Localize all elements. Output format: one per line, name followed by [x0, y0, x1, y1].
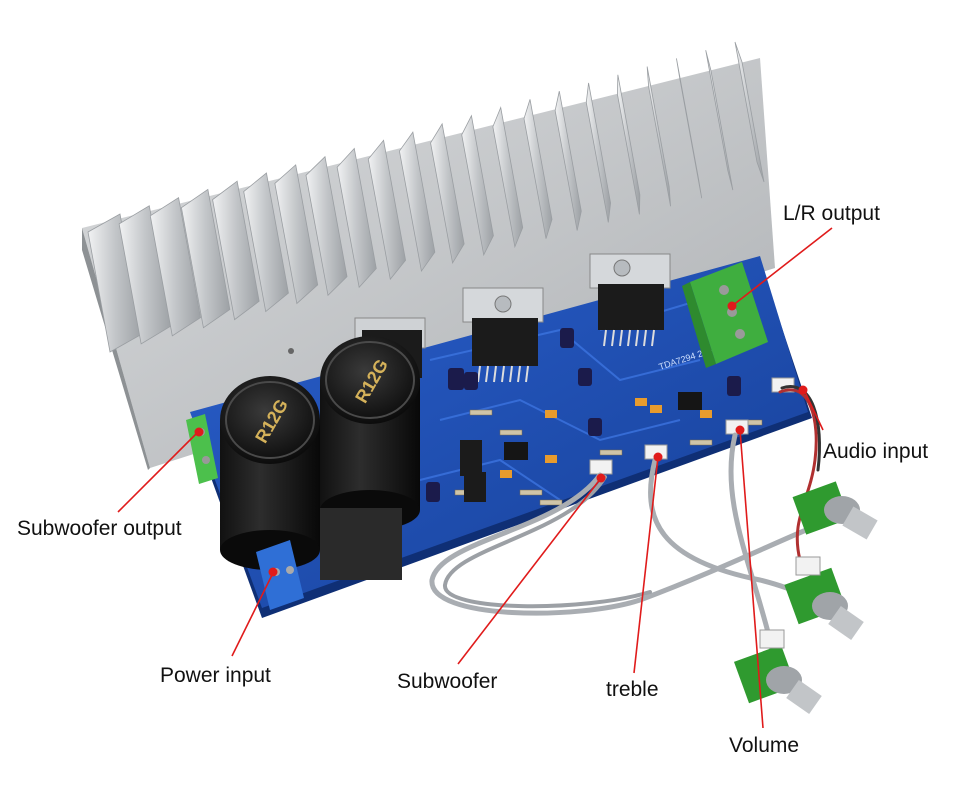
rectifier-bridge — [320, 508, 402, 580]
lr-output-label: L/R output — [783, 202, 880, 225]
heatsink-fin — [617, 74, 641, 215]
heatsink-fin — [585, 82, 611, 223]
heatsink-fin — [243, 172, 289, 313]
heatsink-fin — [492, 106, 524, 249]
heatsink-fin — [180, 188, 231, 329]
heatsink-fin — [734, 41, 765, 183]
heatsink-fin — [367, 139, 406, 281]
heatsink-fin — [705, 50, 734, 191]
callout-lines — [117, 227, 833, 729]
heatsink-fin — [274, 164, 319, 305]
heatsink-fin — [523, 99, 553, 239]
heatsink-fins — [87, 41, 765, 353]
heatsink-fin — [461, 114, 494, 257]
audio-input-label: Audio input — [823, 440, 929, 463]
treble-label: treble — [606, 678, 659, 701]
subwoofer-label: Subwoofer — [397, 670, 498, 693]
heatsink — [82, 41, 775, 470]
heatsink-fin — [399, 131, 436, 273]
amplifier-chips — [354, 253, 671, 383]
heatsink-fin — [646, 66, 671, 207]
heatsink-fin — [554, 91, 582, 231]
power-input-label: Power input — [160, 664, 271, 687]
volume-label: Volume — [729, 734, 800, 757]
callout-dots — [194, 301, 808, 577]
heatsink-fin — [305, 155, 348, 297]
small-components — [426, 328, 763, 506]
potentiometers — [733, 481, 878, 715]
heatsink-fin — [336, 147, 377, 289]
heatsink-fin — [212, 180, 260, 321]
heatsink-fin — [430, 122, 465, 265]
subwoofer-output-label: Subwoofer output — [17, 517, 182, 540]
heatsink-fin — [676, 58, 703, 199]
heatsink-fin — [149, 196, 202, 337]
